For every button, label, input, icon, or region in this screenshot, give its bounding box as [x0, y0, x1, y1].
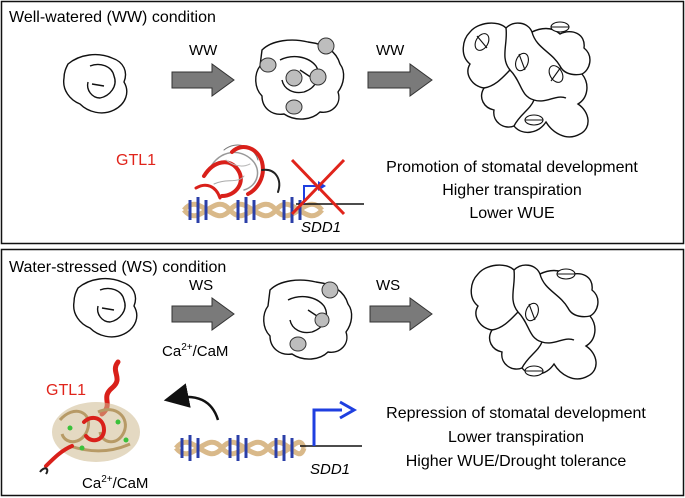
gtl1-dna-complex: [182, 144, 324, 223]
meristemoid: [289, 336, 307, 352]
outcome-line: Higher transpiration: [442, 182, 582, 199]
meristemoid: [285, 99, 303, 115]
calcium-cam-label: Ca2+/CaM: [82, 474, 148, 492]
panel-water-stressed: Water-stressed (WS) condition WS Ca2+/Ca…: [0, 248, 685, 497]
meristemoid: [317, 37, 335, 55]
arrow-label: WS: [189, 277, 213, 294]
cell-undifferentiated: [73, 277, 138, 338]
stomata-group: [474, 21, 570, 126]
arrow-ws-2: WS: [369, 277, 433, 331]
sdd1-promoter-active: SDD1: [300, 400, 362, 478]
arrow-ww-1: WW: [171, 42, 235, 97]
meristemoid: [285, 69, 303, 87]
arrow-ww-2: WW: [367, 42, 433, 97]
outcome-line: Higher WUE/Drought tolerance: [406, 453, 627, 470]
panel-border: [0, 0, 685, 245]
calcium-cam-label: Ca2+/CaM: [162, 342, 228, 360]
panel-well-watered: Well-watered (WW) condition WW WW: [0, 0, 685, 245]
sdd1-promoter-blocked: SDD1: [290, 158, 364, 236]
gtl1-cam-complex: Ca2+/CaM: [39, 359, 148, 492]
arrow-label: WW: [376, 42, 405, 59]
arrow-label: WS: [376, 277, 400, 294]
outcome-line: Repression of stomatal development: [386, 405, 646, 422]
cell-undifferentiated: [63, 53, 128, 114]
release-arrow: [163, 383, 220, 421]
outcome-ws: Repression of stomatal development Lower…: [386, 405, 646, 470]
dna-helix: [174, 435, 307, 461]
arrow-ws-1: WS Ca2+/CaM: [162, 277, 235, 360]
stomata-group: [524, 268, 576, 377]
cell-pavement-many-stomata: [462, 21, 591, 138]
calcium-ions: [67, 419, 129, 451]
panel-title: Water-stressed (WS) condition: [9, 259, 226, 276]
panel-title: Well-watered (WW) condition: [9, 9, 216, 26]
outcome-line: Lower transpiration: [448, 429, 584, 446]
cell-pavement-few-stomata: [470, 264, 599, 380]
outcome-ww: Promotion of stomatal development Higher…: [386, 159, 638, 222]
arrow-label: WW: [189, 42, 218, 59]
panel-border: [0, 248, 685, 497]
meristemoid: [321, 281, 339, 299]
outcome-line: Promotion of stomatal development: [386, 159, 638, 176]
target-gene-label: SDD1: [310, 461, 350, 478]
gene-label-gtl1: GTL1: [116, 152, 156, 169]
cell-meristemoids: [263, 279, 353, 360]
target-gene-label: SDD1: [301, 219, 341, 236]
meristemoid: [309, 68, 327, 86]
gene-label-gtl1: GTL1: [46, 382, 86, 399]
cell-meristemoids: [255, 37, 345, 120]
meristemoid: [259, 57, 277, 73]
outcome-line: Lower WUE: [469, 205, 554, 222]
meristemoid: [314, 312, 330, 328]
